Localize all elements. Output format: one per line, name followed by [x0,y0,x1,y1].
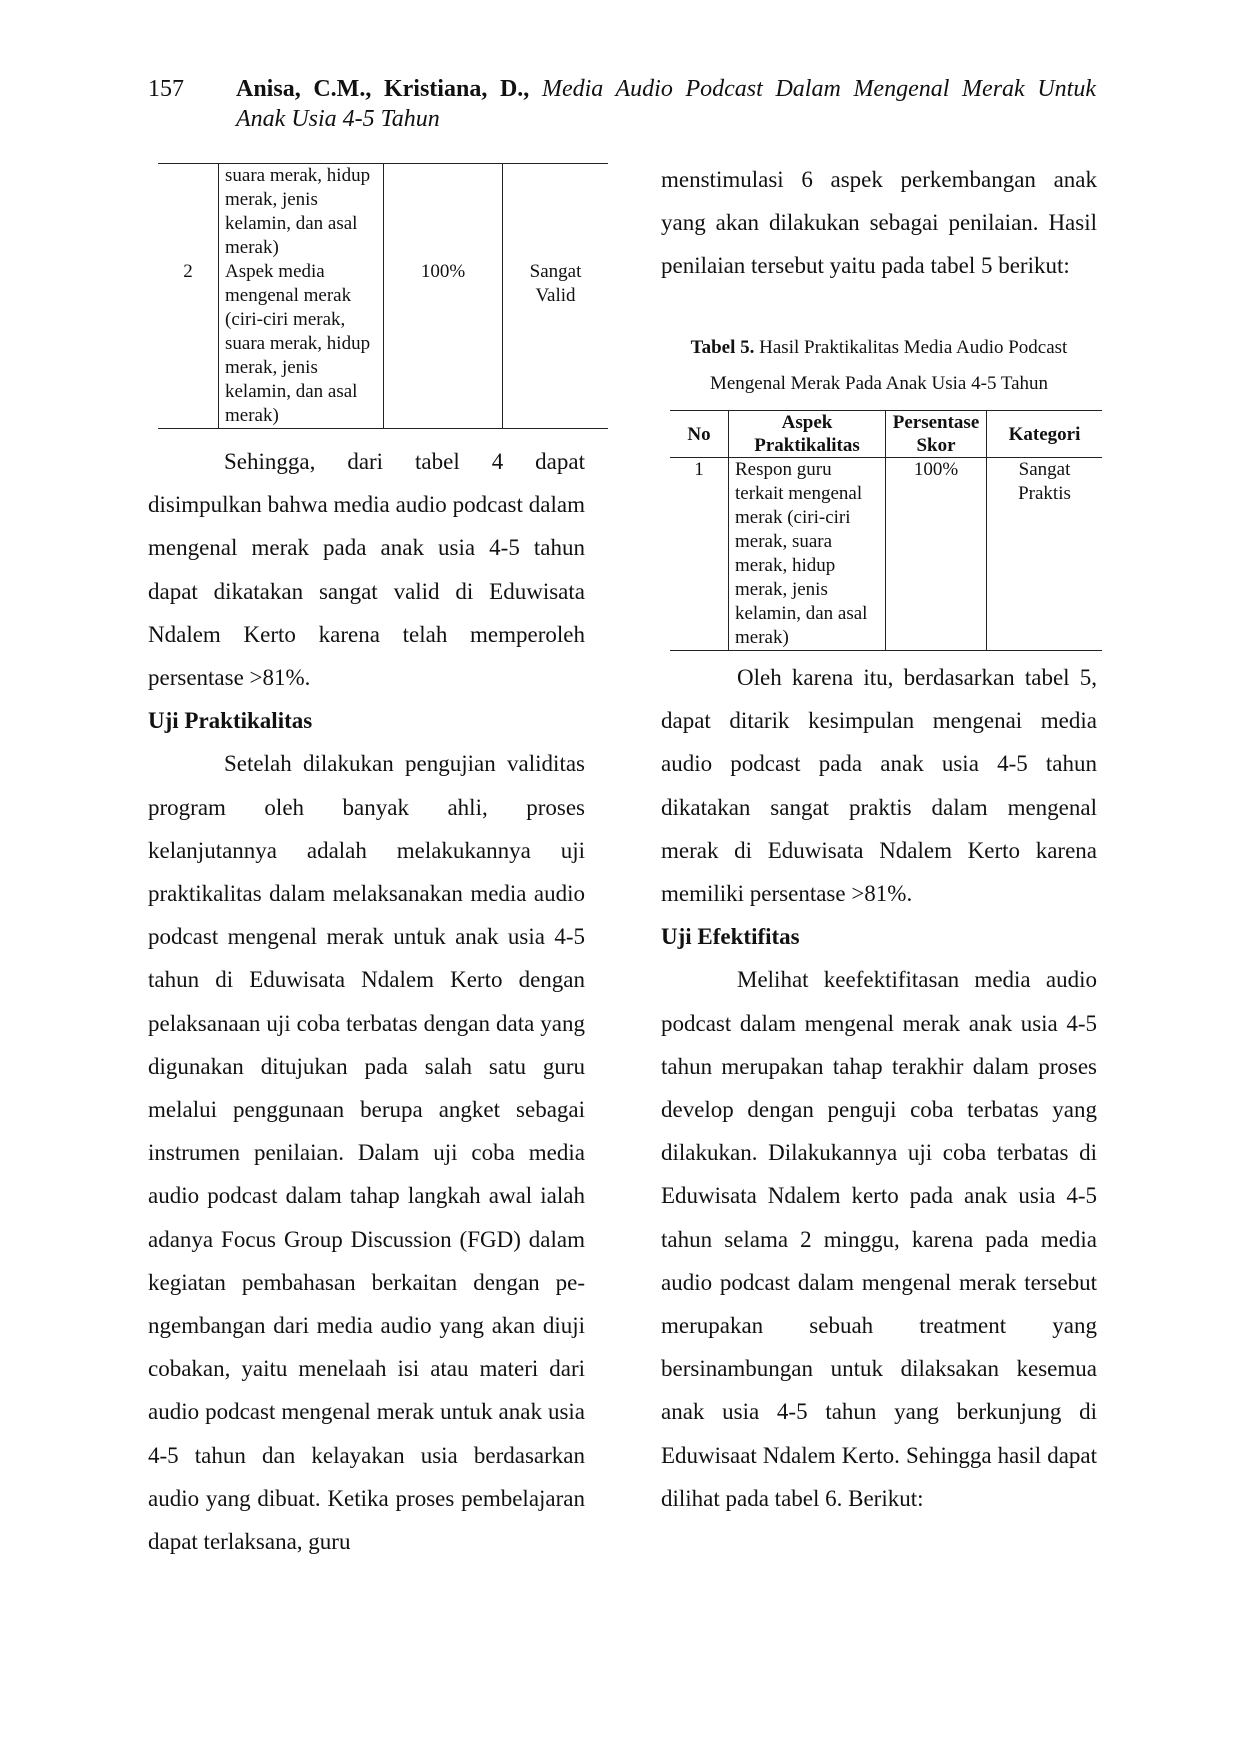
table-header-no: No [670,410,729,458]
header-citation: Anisa, C.M., Kristiana, D., Media Audio … [236,74,1096,104]
table-5: No Aspek Praktikalitas Persentase Skor K… [670,410,1102,651]
table-5-caption: Tabel 5. Hasil Praktikalitas Media Audio… [661,330,1097,402]
table-cell-aspek: Respon guru terkait mengenal merak (ciri… [728,457,886,651]
table-cell-no [158,164,219,261]
table-header-row: No Aspek Praktikalitas Persentase Skor K… [670,410,1102,458]
left-column: Sehingga, dari tabel 4 dapat disimpulkan… [148,440,585,1563]
table-cell-kategori [502,163,608,260]
table-header-persentase: Persentase Skor [885,410,987,458]
right-column-top: menstimulasi 6 aspek perkembangan anak y… [661,158,1097,288]
header-title-line2: Anak Usia 4-5 Tahun [236,106,440,132]
paragraph-continuation: menstimulasi 6 aspek perkembangan anak y… [661,167,1097,279]
paragraph-uji-efektifitas: Melihat keefektifitasan media audio podc… [661,967,1097,1511]
table-cell-aspek: Aspek media mengenal merak (ciri-ciri me… [218,260,384,429]
paragraph-conclusion-table4: Sehingga, dari tabel 4 dapat disimpulkan… [148,449,585,691]
paragraph-conclusion-table5: Oleh karena itu, berdasarkan tabel 5, da… [661,665,1097,907]
header-title-line1: Media Audio Podcast Dalam Mengenal Merak… [541,76,1097,102]
table-4-continuation: suara merak, hidup merak, jenis kelamin,… [158,163,608,429]
table-row: suara merak, hidup merak, jenis kelamin,… [158,163,608,261]
table-cell-persentase: 100% [885,457,987,651]
section-heading-uji-efektifitas: Uji Efektifitas [661,924,800,950]
right-column-bottom: Oleh karena itu, berdasarkan tabel 5, da… [661,656,1097,1520]
table-header-aspek: Aspek Praktikalitas [728,410,886,458]
table-cell-aspek: suara merak, hidup merak, jenis kelamin,… [218,163,384,260]
table-cell-no: 1 [694,459,704,480]
table-row: 2 Aspek media mengenal merak (ciri-ciri … [158,260,608,429]
caption-text-line2: Mengenal Merak Pada Anak Usia 4-5 Tahun [709,373,1049,394]
table-cell-persentase [383,163,503,260]
section-heading-uji-praktikalitas: Uji Praktikalitas [148,708,313,734]
caption-text-line1: Hasil Praktikalitas Media Audio Podcast [759,337,1068,358]
table-cell-kategori: Sangat Praktis [986,457,1102,651]
table-header-kategori: Kategori [986,410,1102,458]
header-authors: Anisa, C.M., Kristiana, D., [236,76,530,102]
table-row: 1 Respon guru terkait mengenal merak (ci… [670,457,1102,651]
table-cell-kategori: Sangat Valid [502,260,608,429]
table-cell-persentase: 100% [383,260,503,429]
table-cell-no: 2 [183,261,193,282]
paragraph-uji-praktikalitas: Setelah dilakukan pengujian validitas pr… [148,751,585,1555]
caption-label: Tabel 5. [690,337,755,358]
caption-line1: Tabel 5. Hasil Praktikalitas Media Audio… [661,330,1097,366]
page-number: 157 [148,76,184,102]
